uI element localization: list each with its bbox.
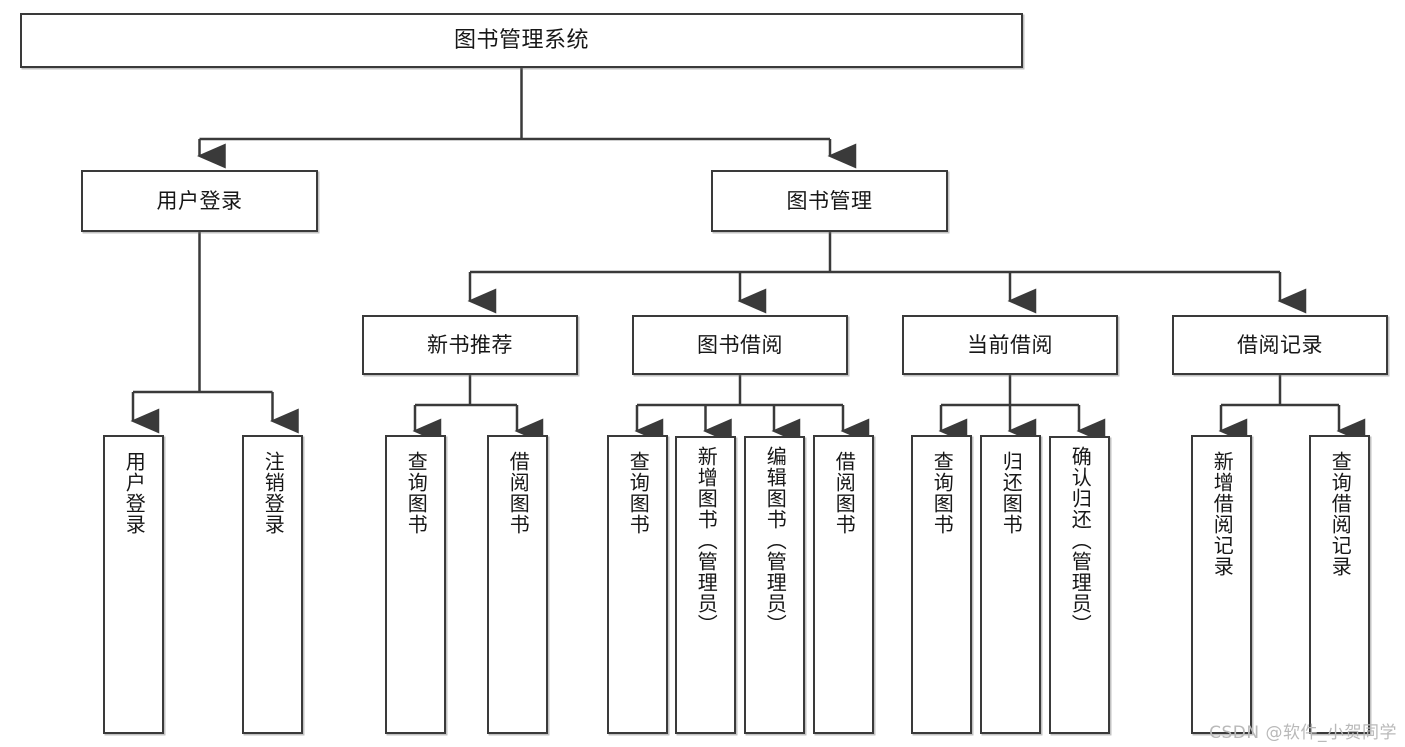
leaf-book-borrow-borrow-book[interactable]: 借阅图书: [813, 435, 874, 734]
leaf-current-borrow-return-book[interactable]: 归还图书: [980, 435, 1041, 734]
csdn-watermark: CSDN @软件_小贺同学: [1209, 723, 1397, 743]
node-user-login[interactable]: 用户登录: [81, 170, 318, 232]
node-borrow-record[interactable]: 借阅记录: [1172, 315, 1388, 375]
node-label: 用户登录: [122, 451, 147, 535]
leaf-new-book-query-book[interactable]: 查询图书: [385, 435, 446, 734]
leaf-borrow-record-query-record[interactable]: 查询借阅记录: [1309, 435, 1370, 734]
node-label: 用户登录: [156, 188, 243, 213]
node-label: 借阅记录: [1237, 332, 1323, 357]
node-label: 编辑图书（管理员）: [763, 446, 788, 635]
node-current-borrow[interactable]: 当前借阅: [902, 315, 1118, 375]
node-label: 图书管理: [786, 188, 873, 213]
leaf-current-borrow-query-book[interactable]: 查询图书: [911, 435, 972, 734]
node-label: 当前借阅: [967, 332, 1053, 357]
leaf-book-borrow-add-book-admin[interactable]: 新增图书（管理员）: [675, 436, 736, 734]
leaf-user-login-logout[interactable]: 注销登录: [242, 435, 303, 734]
node-label: 新书推荐: [427, 332, 513, 357]
leaf-borrow-record-add-record[interactable]: 新增借阅记录: [1191, 435, 1252, 734]
node-root-system[interactable]: 图书管理系统: [20, 13, 1023, 68]
leaf-current-borrow-confirm-return-admin[interactable]: 确认归还（管理员）: [1049, 436, 1110, 734]
node-label: 归还图书: [999, 451, 1024, 535]
node-label: 注销登录: [261, 451, 286, 535]
node-label: 图书借阅: [697, 332, 783, 357]
leaf-book-borrow-edit-book-admin[interactable]: 编辑图书（管理员）: [744, 436, 805, 734]
leaf-book-borrow-query-book[interactable]: 查询图书: [607, 435, 668, 734]
node-label: 查询图书: [930, 451, 955, 535]
leaf-new-book-borrow-book[interactable]: 借阅图书: [487, 435, 548, 734]
node-label: 确认归还（管理员）: [1068, 446, 1093, 635]
node-label: 图书管理系统: [453, 27, 589, 53]
node-book-borrow[interactable]: 图书借阅: [632, 315, 848, 375]
leaf-user-login-login[interactable]: 用户登录: [103, 435, 164, 734]
node-new-book-recommend[interactable]: 新书推荐: [362, 315, 578, 375]
node-label: 新增借阅记录: [1210, 451, 1235, 577]
node-label: 查询借阅记录: [1328, 451, 1353, 577]
node-label: 查询图书: [626, 451, 651, 535]
node-label: 借阅图书: [506, 451, 531, 535]
node-label: 新增图书（管理员）: [694, 446, 719, 635]
node-label: 查询图书: [404, 451, 429, 535]
node-label: 借阅图书: [832, 451, 857, 535]
node-book-management[interactable]: 图书管理: [711, 170, 948, 232]
